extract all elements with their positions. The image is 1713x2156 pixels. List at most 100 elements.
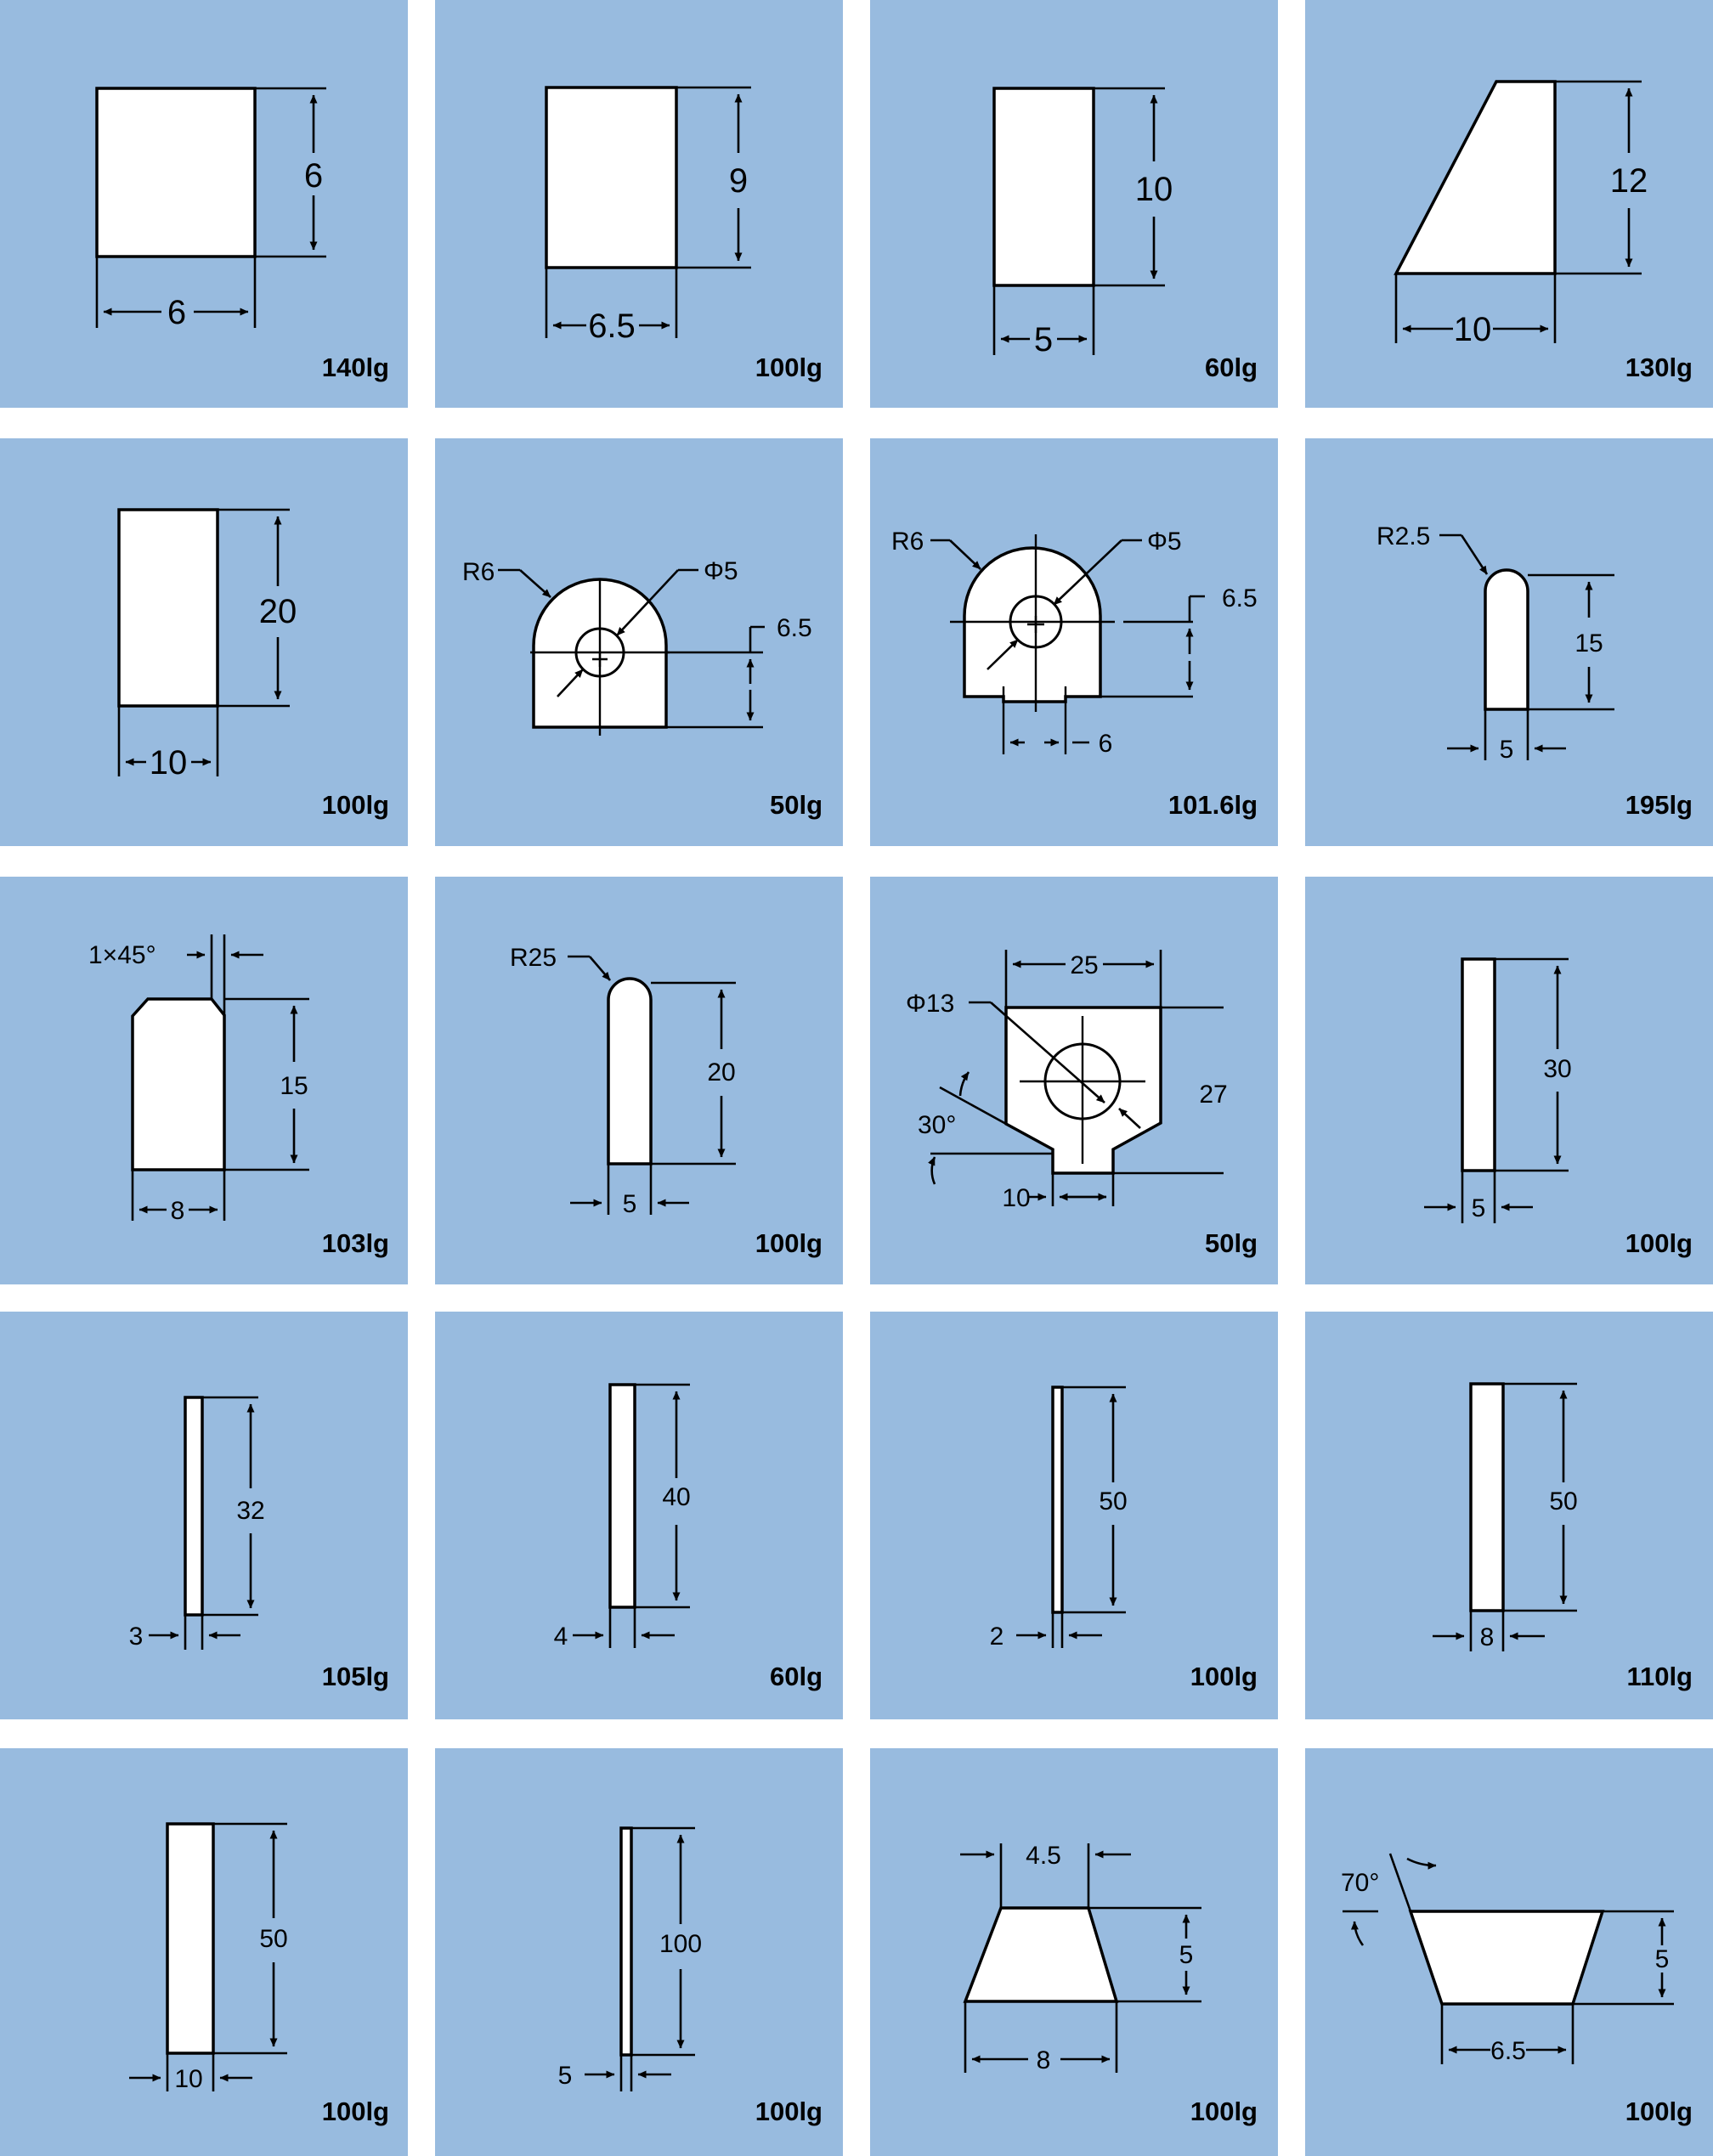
dim-height: 10 bbox=[1135, 171, 1173, 208]
part-outline bbox=[95, 87, 257, 258]
part-weight: 60lg bbox=[770, 1662, 823, 1691]
part-16: 50 8 110lg bbox=[1305, 1312, 1713, 1719]
part-weight: 195lg bbox=[1625, 790, 1693, 820]
dim-width: 5 bbox=[1500, 736, 1514, 764]
dim-height: 15 bbox=[1574, 629, 1603, 658]
dim-slot: 10 bbox=[1002, 1184, 1030, 1212]
dim-width: 4 bbox=[554, 1623, 568, 1651]
part-12: 30 5 100lg bbox=[1305, 877, 1713, 1284]
part-weight: 50lg bbox=[770, 790, 823, 820]
dim-height: 20 bbox=[259, 593, 297, 630]
dim-width: 8 bbox=[171, 1197, 185, 1225]
part-outline bbox=[545, 86, 678, 269]
part-weight: 140lg bbox=[322, 353, 389, 382]
dim-height: 5 bbox=[1179, 1941, 1194, 1969]
dim-height: 20 bbox=[707, 1058, 735, 1086]
part-tile bbox=[0, 1312, 408, 1719]
part-tile bbox=[870, 1312, 1278, 1719]
dim-height: 12 bbox=[1610, 162, 1648, 200]
dim-diameter: Φ5 bbox=[704, 557, 738, 585]
part-20: 5 6.5 70° 100lg bbox=[1305, 1748, 1713, 2156]
dim-height: 50 bbox=[1549, 1487, 1577, 1515]
part-outline bbox=[1051, 1386, 1064, 1614]
dim-height: 27 bbox=[1199, 1081, 1227, 1109]
part-weight: 110lg bbox=[1626, 1662, 1693, 1691]
part-6: 6.5 R6 Φ5 50lg bbox=[435, 438, 843, 846]
dim-radius: R6 bbox=[891, 528, 924, 556]
part-outline bbox=[1461, 957, 1496, 1172]
dim-radius: R2.5 bbox=[1377, 522, 1430, 550]
part-weight: 100lg bbox=[322, 790, 389, 820]
part-weight: 100lg bbox=[755, 2097, 823, 2126]
part-10: 20 5 R25 100lg bbox=[435, 877, 843, 1284]
dim-height: 50 bbox=[259, 1925, 287, 1953]
part-5: 20 10 100lg bbox=[0, 438, 408, 846]
dim-width: 5 bbox=[1034, 321, 1053, 358]
dim-width: 10 bbox=[150, 744, 188, 782]
dim-radius: R6 bbox=[462, 558, 495, 586]
dim-width: 5 bbox=[558, 2062, 573, 2090]
dim-width: 5 bbox=[1472, 1194, 1486, 1222]
part-15: 50 2 100lg bbox=[870, 1312, 1278, 1719]
dim-bottom-width: 6.5 bbox=[1490, 2037, 1526, 2065]
part-weight: 103lg bbox=[322, 1228, 389, 1258]
dim-angle: 30° bbox=[918, 1111, 956, 1139]
dim-bottom-width: 8 bbox=[1037, 2046, 1051, 2074]
part-weight: 100lg bbox=[1190, 2097, 1258, 2126]
part-tile bbox=[1305, 877, 1713, 1284]
part-4: 12 10 130lg bbox=[1305, 0, 1713, 408]
part-9: 15 8 1×45° 103lg bbox=[0, 877, 408, 1284]
dim-width: 2 bbox=[990, 1623, 1004, 1651]
part-weight: 60lg bbox=[1205, 353, 1258, 382]
part-outline bbox=[166, 1822, 215, 2055]
part-weight: 105lg bbox=[322, 1662, 389, 1691]
part-outline bbox=[131, 997, 226, 1171]
part-19: 4.5 5 8 100lg bbox=[870, 1748, 1278, 2156]
part-8: 15 5 R2.5 195lg bbox=[1305, 438, 1713, 846]
part-outline bbox=[607, 977, 653, 1165]
dim-height: 9 bbox=[729, 162, 748, 200]
dim-angle: 70° bbox=[1341, 1869, 1379, 1897]
dim-height: 50 bbox=[1099, 1487, 1127, 1515]
dim-height: 40 bbox=[662, 1483, 690, 1511]
dim-width: 8 bbox=[1480, 1623, 1495, 1651]
part-outline bbox=[184, 1396, 204, 1617]
dim-top-width: 25 bbox=[1070, 951, 1098, 979]
part-outline bbox=[619, 1826, 633, 2057]
dim-chamfer: 1×45° bbox=[88, 941, 156, 969]
part-weight: 100lg bbox=[755, 353, 823, 382]
dim-height: 15 bbox=[280, 1072, 308, 1100]
part-tile bbox=[435, 1748, 843, 2156]
part-tile bbox=[435, 1312, 843, 1719]
dim-diameter: Φ5 bbox=[1147, 528, 1182, 556]
dim-width: 10 bbox=[1454, 311, 1492, 348]
part-weight: 100lg bbox=[1625, 1228, 1693, 1258]
part-17: 50 10 100lg bbox=[0, 1748, 408, 2156]
part-weight: 101.6lg bbox=[1168, 790, 1258, 820]
dim-offset: 6.5 bbox=[777, 614, 812, 642]
dim-width: 6 bbox=[167, 294, 186, 331]
part-3: 10 5 60lg bbox=[870, 0, 1278, 408]
part-weight: 100lg bbox=[1190, 1662, 1258, 1691]
dim-width: 5 bbox=[623, 1190, 637, 1218]
dim-height: 32 bbox=[236, 1497, 264, 1525]
dim-width: 3 bbox=[129, 1623, 144, 1651]
part-outline bbox=[1469, 1382, 1505, 1612]
part-18: 100 5 100lg bbox=[435, 1748, 843, 2156]
part-weight: 100lg bbox=[1625, 2097, 1693, 2126]
part-weight: 50lg bbox=[1205, 1228, 1258, 1258]
part-7: 6.5 R6 Φ5 6 101.6lg bbox=[870, 438, 1278, 846]
dim-height: 6 bbox=[304, 157, 323, 195]
part-1: 6 6 140lg bbox=[0, 0, 408, 408]
part-2: 9 6.5 100lg bbox=[435, 0, 843, 408]
dim-diameter: Φ13 bbox=[906, 990, 954, 1018]
part-tile bbox=[1305, 1312, 1713, 1719]
dim-width: 10 bbox=[174, 2065, 202, 2093]
part-outline bbox=[1408, 1910, 1605, 2006]
dim-height: 100 bbox=[659, 1930, 702, 1958]
dim-height: 5 bbox=[1655, 1945, 1670, 1973]
part-weight: 100lg bbox=[322, 2097, 389, 2126]
part-11: 25 27 Φ13 30° 10 50lg bbox=[870, 877, 1278, 1284]
dim-top-width: 4.5 bbox=[1026, 1842, 1061, 1870]
